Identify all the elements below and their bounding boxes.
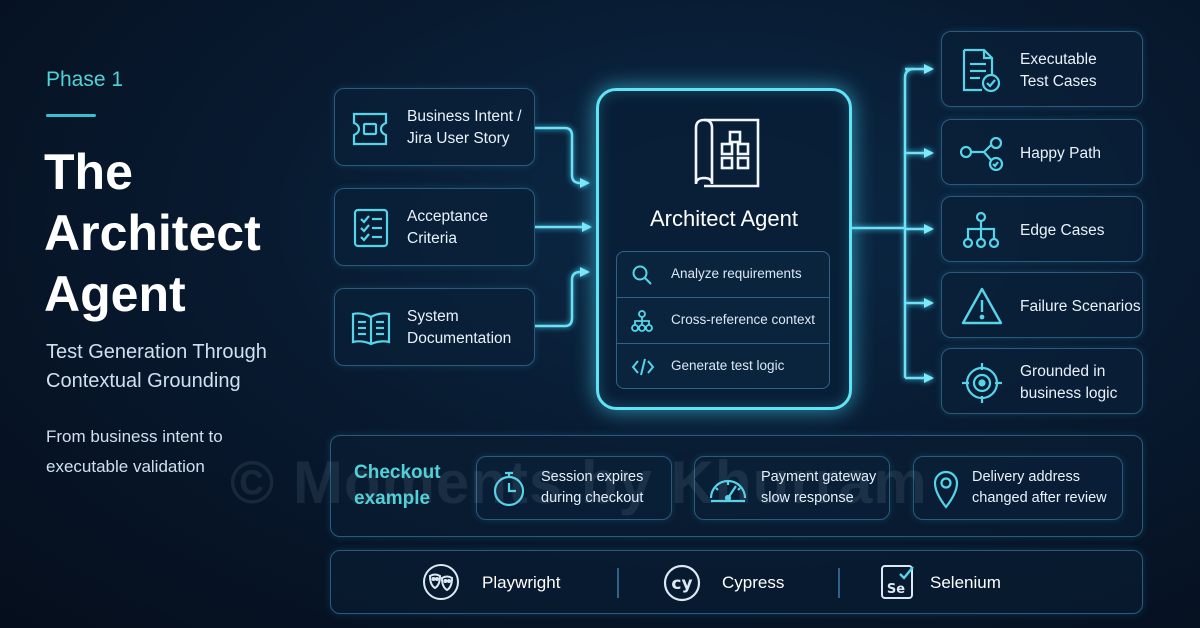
phase-underline [46, 114, 96, 117]
example-session-expires: Session expires during checkout [476, 456, 672, 520]
checkout-example-label: Checkout example [354, 462, 441, 509]
document-check-icon [960, 48, 1002, 94]
watermark: © Moments by Khurram [230, 449, 928, 516]
svg-text:Se: Se [887, 582, 905, 597]
stopwatch-icon [491, 470, 527, 508]
ticket-icon [351, 111, 389, 147]
output-label: Edge Cases [1020, 222, 1105, 239]
frameworks-panel [330, 550, 1143, 614]
agent-step-generate: Generate test logic [617, 344, 829, 390]
location-pin-icon [932, 469, 960, 509]
framework-divider [838, 568, 840, 598]
connector-system-documentation [535, 267, 590, 328]
cypress-logo-icon: cy [662, 563, 702, 603]
book-icon [350, 310, 392, 346]
path-icon [960, 137, 1004, 171]
output-label: Grounded in business logic [1020, 363, 1118, 402]
framework-label-playwright: Playwright [482, 573, 561, 592]
output-label: Failure Scenarios [1020, 298, 1141, 315]
framework-label-cypress: Cypress [722, 573, 785, 592]
input-card-system-documentation: System Documentation [334, 288, 535, 366]
example-payment-gateway: Payment gateway slow response [694, 456, 890, 520]
agent-step-label: Cross-reference context [671, 312, 816, 327]
agent-step-analyze: Analyze requirements [617, 252, 829, 298]
blueprint-icon [684, 114, 764, 194]
warning-icon [960, 286, 1004, 326]
page-tagline: From business intent to executable valid… [46, 427, 223, 476]
agent-title: Architect Agent [650, 206, 798, 231]
agent-steps-list: Analyze requirements Cross-reference con… [616, 251, 830, 389]
output-card-executable-test-cases: Executable Test Cases [941, 31, 1143, 107]
output-card-grounded-business-logic: Grounded in business logic [941, 348, 1143, 414]
target-icon [960, 361, 1004, 405]
svg-text:cy: cy [671, 574, 692, 594]
connector-business-intent [535, 126, 590, 188]
example-delivery-address: Delivery address changed after review [913, 456, 1123, 520]
input-label: Acceptance Criteria [407, 208, 488, 247]
agent-step-label: Analyze requirements [671, 266, 802, 281]
example-label: Payment gateway slow response [761, 469, 877, 506]
hierarchy-icon [631, 310, 653, 332]
input-label: Business Intent / Jira User Story [407, 108, 522, 147]
phase-label: Phase 1 [46, 68, 124, 91]
framework-label-selenium: Selenium [930, 573, 1001, 592]
input-card-acceptance-criteria: Acceptance Criteria [334, 188, 535, 266]
code-icon [631, 356, 655, 378]
branch-icon [962, 211, 1000, 249]
output-card-happy-path: Happy Path [941, 119, 1143, 185]
example-label: Delivery address changed after review [972, 469, 1107, 506]
page-title: The Architect Agent [44, 144, 261, 322]
agent-step-cross-reference: Cross-reference context [617, 298, 829, 344]
output-label: Happy Path [1020, 145, 1101, 162]
output-label: Executable Test Cases [1020, 51, 1097, 90]
input-label: System Documentation [407, 308, 512, 347]
page-subtitle: Test Generation Through Contextual Groun… [46, 341, 267, 392]
output-card-edge-cases: Edge Cases [941, 196, 1143, 262]
framework-divider [617, 568, 619, 598]
output-card-failure-scenarios: Failure Scenarios [941, 272, 1143, 338]
search-icon [631, 264, 653, 286]
example-label: Session expires during checkout [541, 469, 644, 506]
gauge-icon [707, 472, 749, 504]
playwright-logo-icon [422, 563, 460, 601]
agent-step-label: Generate test logic [671, 358, 785, 373]
input-card-business-intent: Business Intent / Jira User Story [334, 88, 535, 166]
selenium-logo-icon: Se [880, 564, 918, 600]
checklist-icon [353, 208, 389, 248]
